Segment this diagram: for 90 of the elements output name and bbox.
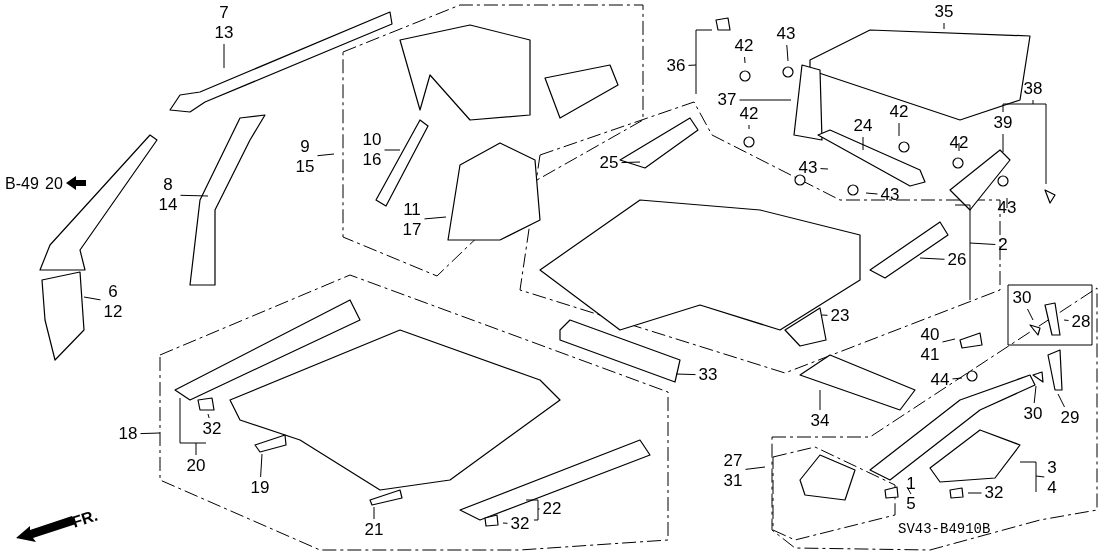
diagram-code: SV43-B4910B	[898, 520, 991, 538]
leader-line	[745, 466, 766, 470]
leader-line	[744, 56, 746, 64]
callout-number: 35	[933, 2, 955, 22]
callout-number: 40 41	[919, 325, 941, 365]
leader-line	[1002, 133, 1004, 153]
callout-number: 38	[1022, 79, 1044, 99]
callout-number: 33	[697, 365, 719, 385]
callout-number: 44	[929, 370, 951, 390]
leader-line	[1057, 393, 1065, 408]
callout-number: 39	[992, 113, 1014, 133]
leader-line	[1002, 99, 1047, 185]
callout-number: 43	[879, 185, 901, 205]
callout-number: 23	[829, 306, 851, 326]
leader-line	[260, 453, 263, 478]
leader-line	[424, 216, 447, 220]
leader-line	[317, 153, 335, 157]
callout-number: 6 12	[102, 282, 124, 322]
direction-label: FR.	[69, 506, 100, 532]
leader-line	[1006, 197, 1008, 209]
callout-number: 42	[888, 102, 910, 122]
callout-number: 9 15	[294, 137, 316, 177]
callout-number: 29	[1059, 408, 1081, 428]
leader-line	[919, 257, 945, 260]
leader-line	[525, 499, 540, 521]
leader-line	[179, 397, 207, 456]
callout-number: 2	[997, 235, 1009, 255]
leader-line	[1033, 385, 1037, 404]
callout-number: 7 13	[213, 3, 235, 43]
leader-line	[502, 522, 508, 524]
leader-line	[675, 373, 696, 376]
callout-number: 37	[716, 90, 738, 110]
leader-line	[140, 432, 161, 435]
callout-number: 32	[983, 483, 1005, 503]
callout-number: 18	[117, 424, 139, 444]
leader-line	[384, 149, 401, 151]
callout-number: 27 31	[722, 451, 744, 491]
callout-number: 26	[946, 250, 968, 270]
leader-line	[942, 338, 956, 343]
callout-number: 20	[185, 456, 207, 476]
callout-number: 43	[797, 158, 819, 178]
leader-line	[1027, 308, 1034, 321]
callout-number: 42	[738, 104, 760, 124]
leader-line	[180, 194, 209, 197]
leader-line	[1019, 461, 1045, 493]
callout-number: 42	[733, 36, 755, 56]
leader-line	[865, 192, 878, 195]
callout-number: 28	[1070, 312, 1092, 332]
leader-line	[819, 389, 821, 411]
callout-number: 32	[201, 419, 223, 439]
leader-line	[748, 124, 750, 130]
leader-line	[952, 377, 963, 380]
leader-line	[223, 43, 225, 69]
reference-label: B-49	[5, 175, 39, 193]
callout-number: 43	[996, 198, 1018, 218]
callout-number: 34	[809, 411, 831, 431]
leader-line	[958, 142, 960, 152]
callout-number: 21	[363, 520, 385, 540]
leader-line	[967, 492, 982, 494]
leader-line	[207, 413, 210, 419]
leader-line	[954, 204, 996, 301]
leader-line	[786, 44, 789, 62]
callout-number: 10 16	[361, 130, 383, 170]
callout-number: 36	[665, 56, 687, 76]
leader-line	[862, 136, 864, 151]
leader-line	[621, 161, 641, 164]
callout-number: 42	[948, 133, 970, 153]
callout-number: 43	[775, 24, 797, 44]
callout-number: 32	[509, 514, 531, 534]
leader-line	[739, 99, 792, 101]
callout-number: 24	[852, 116, 874, 136]
callout-number: 22	[541, 499, 563, 519]
callout-number: 25	[598, 153, 620, 173]
leader-line	[906, 486, 912, 495]
leader-line	[943, 22, 945, 30]
callout-number: 30	[1011, 288, 1033, 308]
leader-line	[821, 314, 828, 316]
callout-number: 30	[1022, 404, 1044, 424]
callout-number: 11 17	[401, 200, 423, 240]
leader-line	[820, 168, 829, 170]
callout-number: 19	[249, 478, 271, 498]
callout-number: 1 5	[905, 474, 917, 514]
leader-line	[1063, 319, 1069, 321]
leader-line	[373, 506, 375, 520]
leader-line	[83, 296, 101, 301]
leader-line	[898, 122, 900, 137]
callout-number: 3 4	[1046, 458, 1058, 498]
callout-number: 8 14	[157, 175, 179, 215]
reference-number: 20	[45, 175, 63, 193]
leader-line	[688, 29, 713, 95]
